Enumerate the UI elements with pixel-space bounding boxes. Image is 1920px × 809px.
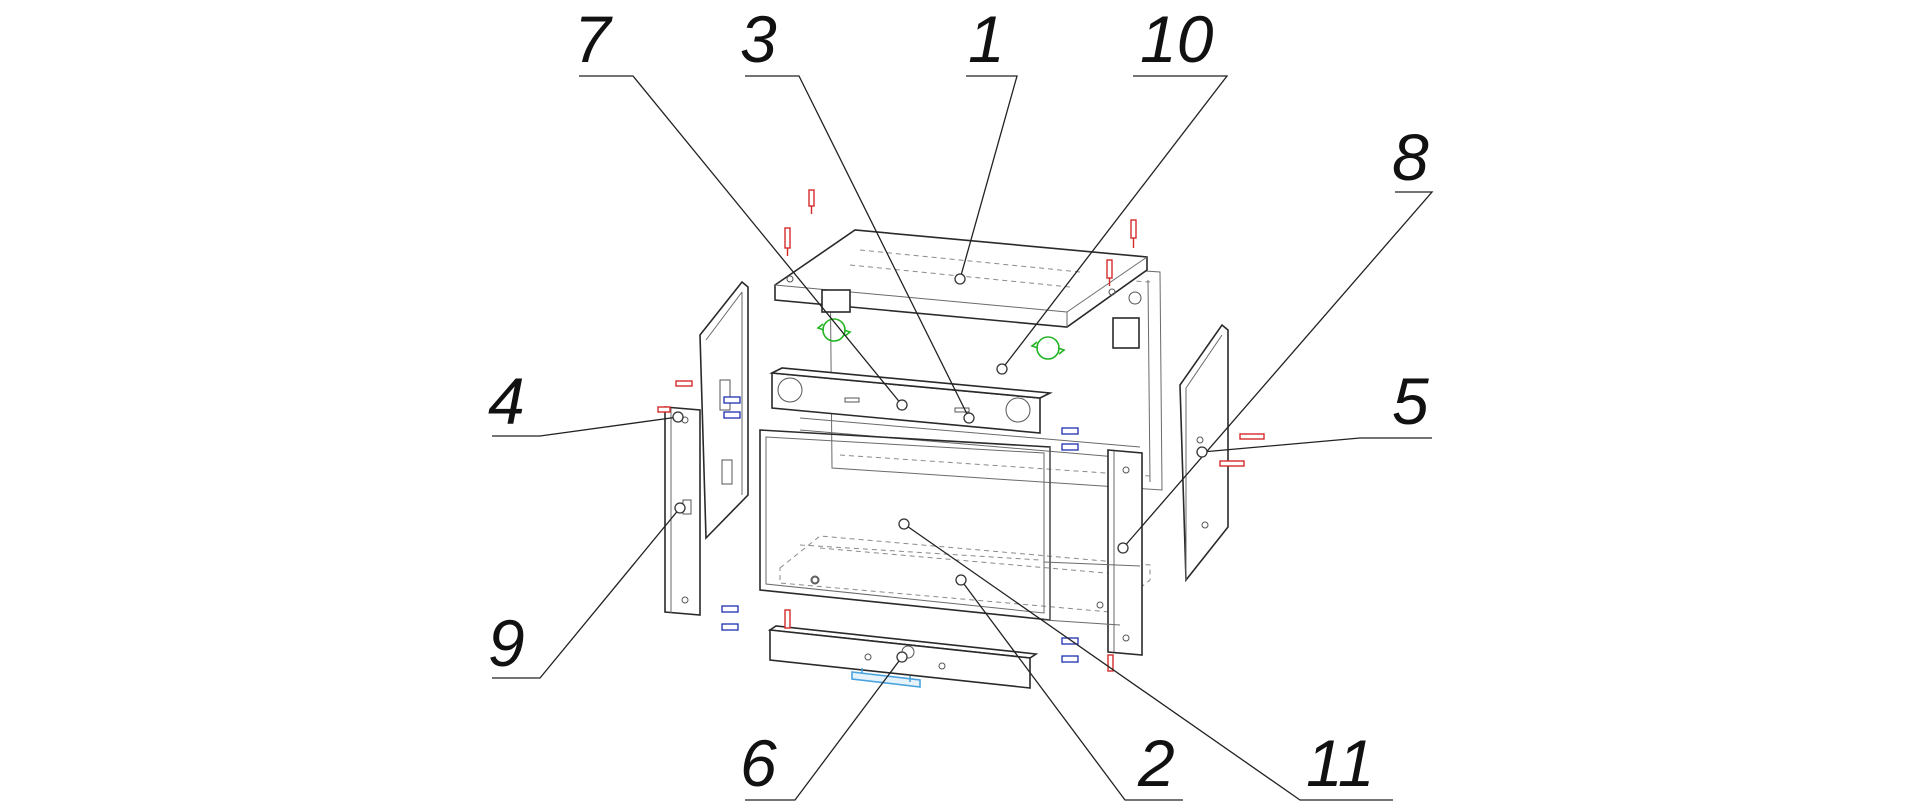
screw-top-left-1 [808,189,815,214]
dowel-4 [1061,443,1079,451]
left-inner-side [699,280,749,540]
cam-lock-left [816,318,852,342]
callout-4: 4 [488,364,525,438]
marker-4 [672,411,684,423]
callout-markers [672,273,1208,663]
callout-labels: 7 3 1 10 8 5 4 9 6 2 11 [488,2,1429,800]
dowel-6 [721,623,739,631]
marker-11 [898,518,910,530]
leader-5 [1201,437,1432,453]
screw-top-left-2 [784,227,791,256]
screw-left-2 [657,406,671,413]
dowel-5 [721,605,739,613]
front-panel [759,429,1141,626]
dowel-7 [1061,637,1079,645]
bottom-panel [779,535,1151,613]
callout-6: 6 [740,726,777,800]
screw-bottom-1 [784,609,791,629]
leader-4 [492,416,679,437]
marker-2 [955,574,967,586]
dowels [721,396,1079,663]
screw-left-1 [675,380,693,387]
marker-1 [954,273,966,285]
marker-9 [674,502,686,514]
screw-top-right-2 [1106,259,1113,286]
screw-right-2 [1219,460,1245,467]
dowel-1 [723,396,741,404]
leader-6 [745,656,903,801]
leader-11 [903,523,1393,801]
upper-rail [769,367,1141,460]
cam-locks [816,318,1066,360]
screw-top-right-1 [1130,219,1137,248]
marker-3 [963,412,975,424]
dowel-2 [723,411,741,419]
cam-lock-right [1030,336,1066,360]
callout-8: 8 [1392,120,1429,194]
marker-5 [1196,446,1208,458]
dowel-3 [1061,427,1079,435]
leader-10 [1001,75,1229,370]
leader-2 [960,579,1183,801]
callout-3: 3 [740,2,777,76]
screws [657,189,1265,672]
callout-1: 1 [968,2,1005,76]
leader-1 [959,75,1018,280]
callout-10: 10 [1140,2,1214,76]
handle [851,668,921,688]
marker-10 [996,363,1008,375]
screw-right-1 [1239,433,1265,440]
leader-9 [492,507,681,679]
callout-9: 9 [488,606,525,680]
marker-6 [896,651,908,663]
marker-8 [1117,542,1129,554]
callout-11: 11 [1306,726,1375,800]
dowel-8 [1061,655,1079,663]
leader-8 [1122,191,1434,549]
callout-5: 5 [1392,364,1429,438]
leader-lines [492,75,1434,801]
leader-3 [745,75,970,419]
marker-7 [896,399,908,411]
leader-7 [579,75,903,406]
callout-2: 2 [1137,726,1175,800]
callout-7: 7 [574,2,613,76]
screw-bottom-2 [1107,654,1114,672]
